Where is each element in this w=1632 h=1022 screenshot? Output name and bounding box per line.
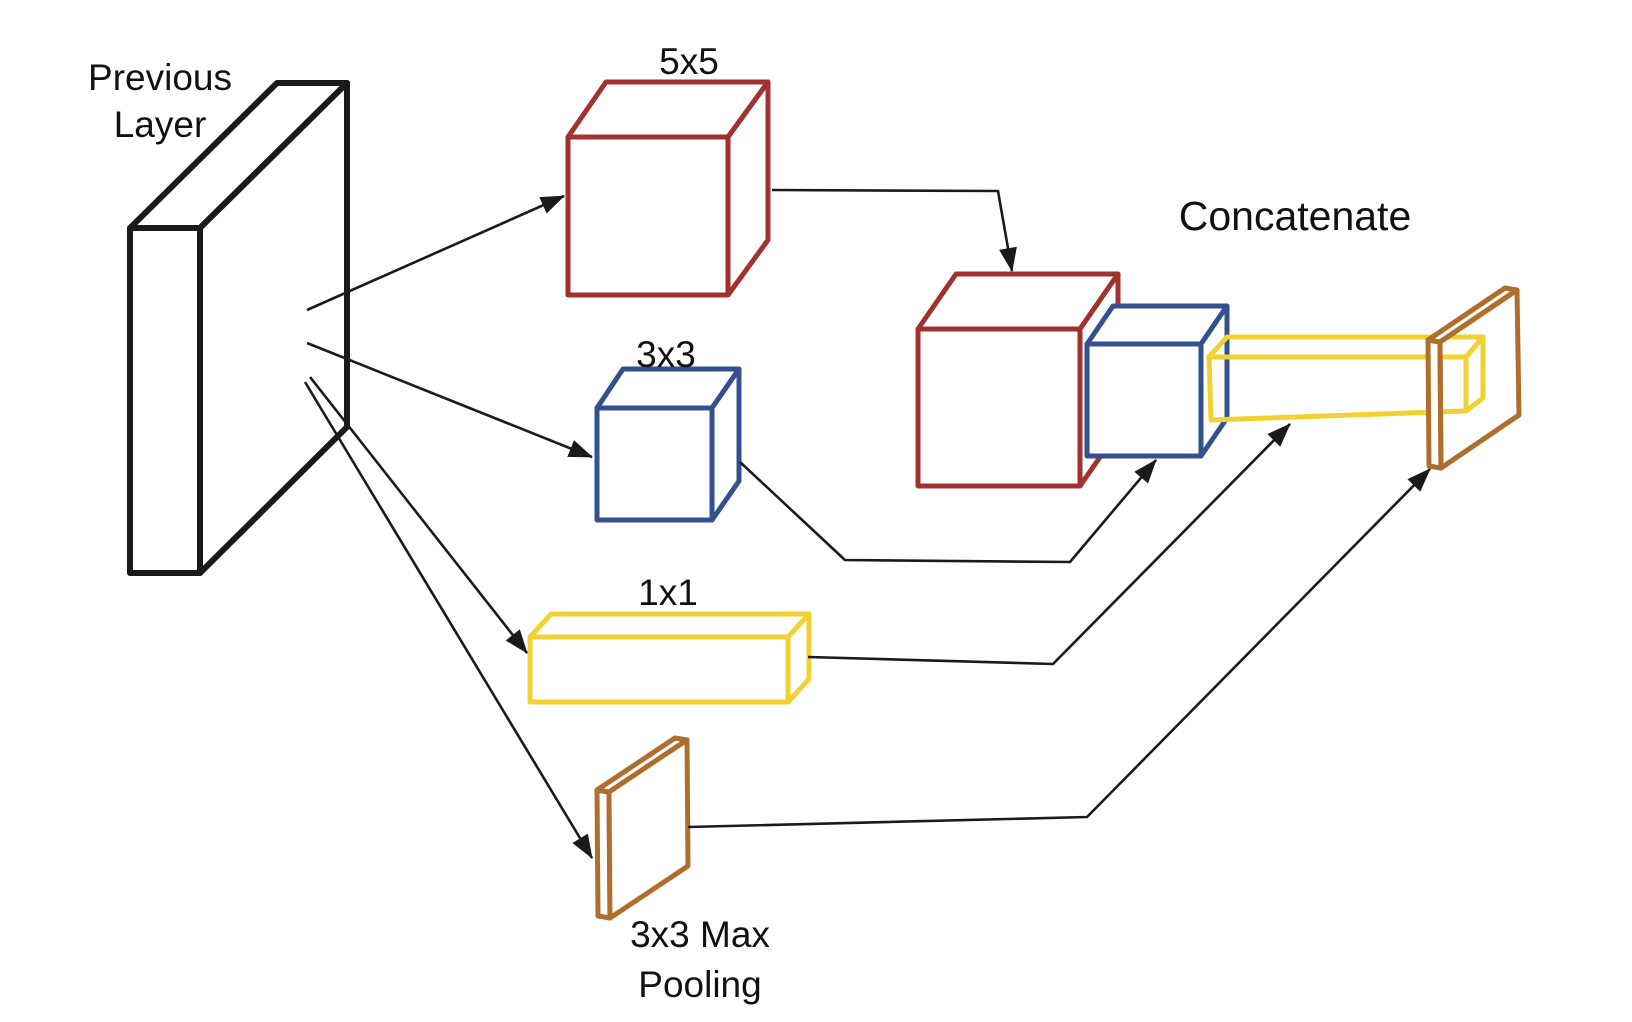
maxpool-plate [594, 735, 691, 921]
arrow-conv3-to-concat [739, 459, 1157, 564]
conv1x1-top-face [527, 611, 812, 640]
concat-pool-plate [1425, 285, 1522, 471]
conv5x5-cube [565, 79, 771, 298]
conv1x1-label: 1x1 [638, 572, 698, 613]
conv3x3-front-face [594, 405, 715, 523]
arrow-pool-to-concat [687, 468, 1431, 829]
conv3x3-label: 3x3 [636, 334, 696, 375]
arrow-prev-to-conv5 [306, 194, 565, 312]
maxpool-label-line2: Pooling [638, 964, 761, 1005]
concat-blue-cube [1084, 303, 1230, 459]
conv5x5-front-face [565, 134, 731, 298]
maxpool-main-face [606, 737, 691, 921]
concat-red-front-face [915, 326, 1083, 489]
concat-yellow-end-edge [1464, 337, 1486, 413]
previous-layer-label-line2: Layer [114, 104, 207, 145]
conv1x1-front-face [527, 634, 791, 705]
previous-layer-front-face [127, 225, 203, 576]
arrow-conv5-to-concat [771, 188, 1017, 272]
previous-layer-label-line1: Previous [88, 57, 232, 98]
previous-layer-slab [127, 80, 350, 576]
conv1x1-box [527, 611, 812, 705]
conv5x5-label: 5x5 [659, 41, 719, 82]
concat-plate-main-face [1437, 287, 1522, 471]
flow-arrows [303, 188, 1431, 859]
concat-yellow-bar [1206, 334, 1486, 423]
maxpool-label-line1: 3x3 Max [630, 914, 770, 955]
arrow-prev-to-pool [303, 381, 594, 859]
arrow-conv1-to-concat [807, 423, 1291, 666]
conv3x3-cube [594, 366, 742, 523]
labels: Previous Layer 5x5 3x3 1x1 3x3 Max Pooli… [88, 41, 1411, 1005]
arrow-prev-to-conv1 [308, 376, 529, 654]
concatenate-label: Concatenate [1179, 193, 1412, 239]
concat-blue-front-face [1084, 341, 1204, 459]
arrow-prev-to-conv3 [306, 341, 593, 459]
